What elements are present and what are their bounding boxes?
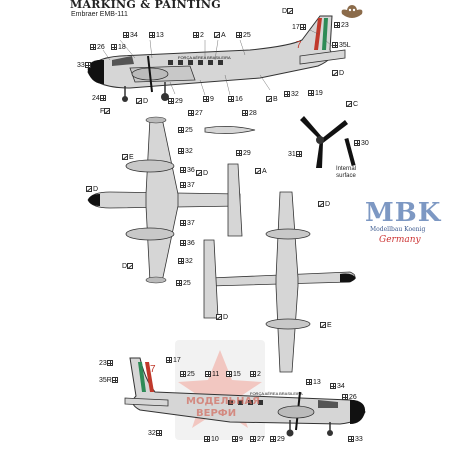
callout-F: F bbox=[100, 108, 111, 116]
callout-b-10: 10 bbox=[204, 436, 219, 444]
callout-27: 27 bbox=[188, 110, 203, 118]
mbk-brand: MBK bbox=[365, 198, 442, 228]
sheet-title: MARKING & PAINTING bbox=[70, 0, 221, 11]
fuselage-marking-top: FORÇA AÉREA BRASILEIRA bbox=[178, 55, 231, 60]
side-view-bottom bbox=[124, 357, 366, 437]
callout-26: 26 bbox=[90, 44, 105, 52]
callout-b-2: 2 bbox=[250, 371, 261, 379]
watermark-line1: МОДЕЛЬНАЯ bbox=[186, 396, 260, 407]
callout-23: 23 bbox=[334, 22, 349, 30]
callout-D: D bbox=[282, 8, 294, 16]
callout-b-17: 17 bbox=[166, 357, 181, 365]
mbk-logo: MBK Modellbau Koenig Germany bbox=[365, 198, 445, 248]
callout-plan-36b: 36 bbox=[180, 240, 195, 248]
callout-b-33: 33 bbox=[348, 436, 363, 444]
callout-prop-31: 31 bbox=[288, 151, 303, 159]
callout-plan-29: 29 bbox=[236, 150, 251, 158]
plan-view-bottom bbox=[203, 191, 356, 373]
callout-16: 16 bbox=[228, 96, 243, 104]
callout-plan-D-low: D bbox=[122, 263, 134, 271]
callout-plan-32: 32 bbox=[178, 148, 193, 156]
callout-b-32: 32 bbox=[148, 430, 163, 438]
callout-13: 13 bbox=[149, 32, 164, 40]
callout-b-9: 9 bbox=[232, 436, 243, 444]
callout-plan-D-left: D bbox=[86, 186, 98, 194]
callout-plan-D-right: D bbox=[318, 201, 330, 209]
mbk-tagline: Modellbau Koenig bbox=[370, 226, 426, 233]
callout-b-29: 29 bbox=[270, 436, 285, 444]
callout-b-35R: 35R bbox=[99, 377, 119, 385]
callout-prop-C: C bbox=[346, 101, 358, 109]
plan-view-top bbox=[87, 116, 256, 284]
callout-17: 17 bbox=[292, 24, 307, 32]
callout-B: B bbox=[266, 96, 278, 104]
callout-b-27: 27 bbox=[250, 436, 265, 444]
callout-b-11: 11 bbox=[205, 371, 219, 379]
tail-number-top: 7 bbox=[296, 40, 302, 51]
callout-plan-E-right: E bbox=[320, 322, 332, 330]
callout-D2: D bbox=[332, 70, 344, 78]
callout-plan-D: D bbox=[196, 170, 208, 178]
nose-radome bbox=[87, 60, 104, 84]
callout-2: 2 bbox=[193, 32, 204, 40]
callout-b-26: 26 bbox=[342, 394, 357, 402]
callout-D3: D bbox=[136, 98, 148, 106]
callout-plan-32b: 32 bbox=[178, 258, 193, 266]
internal-surface-note: Internal surface bbox=[335, 166, 356, 179]
callout-plan-37: 37 bbox=[180, 182, 195, 190]
callout-25: 25 bbox=[236, 32, 251, 40]
tail-number-bottom: 7 bbox=[150, 364, 156, 375]
side-view-top bbox=[87, 15, 346, 102]
callout-b-15: 15 bbox=[226, 371, 241, 379]
callout-b-13: 13 bbox=[306, 379, 321, 387]
callout-b-23: 23 bbox=[99, 360, 114, 368]
callout-29: 29 bbox=[168, 98, 183, 106]
callout-9: 9 bbox=[203, 96, 214, 104]
callout-plan-37b: 37 bbox=[180, 220, 195, 228]
callout-prop-30: 30 bbox=[354, 140, 369, 148]
callout-19: 19 bbox=[308, 90, 323, 98]
fuselage-marking-bottom: FORÇA AÉREA BRASILEIRA bbox=[250, 391, 303, 396]
aircraft-model: Embraer EMB-111 bbox=[71, 11, 128, 18]
callout-plan-A: A bbox=[255, 168, 267, 176]
callout-b-34: 34 bbox=[330, 383, 345, 391]
callout-34: 34 bbox=[123, 32, 138, 40]
mbk-country: Germany bbox=[379, 235, 421, 245]
callout-plan-36: 36 bbox=[180, 167, 195, 175]
callout-plan-D-bot: D bbox=[216, 314, 228, 322]
propeller-detail bbox=[300, 116, 356, 168]
callout-32: 32 bbox=[284, 91, 299, 99]
callout-33: 33 bbox=[77, 62, 92, 70]
callout-plan-28: 28 bbox=[242, 110, 257, 118]
callout-plan-25b: 25 bbox=[176, 280, 191, 288]
watermark-line2: ВЕРФИ bbox=[196, 408, 237, 419]
callout-plan-25: 25 bbox=[178, 127, 193, 135]
callout-plan-E: E bbox=[122, 154, 134, 162]
callout-A: A bbox=[214, 32, 226, 40]
callout-24: 24 bbox=[92, 95, 107, 103]
owl-icon bbox=[341, 5, 363, 18]
callout-18: 18 bbox=[111, 44, 126, 52]
callout-35L: 35L bbox=[332, 42, 351, 50]
callout-b-25: 25 bbox=[180, 371, 195, 379]
